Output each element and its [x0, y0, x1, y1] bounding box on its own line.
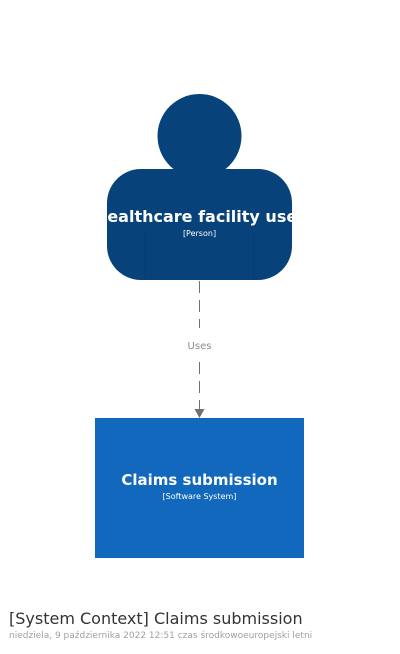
software-system-name: Claims submission — [121, 471, 277, 489]
diagram-title: [System Context] Claims submission — [9, 609, 303, 628]
relationship-label: Uses — [188, 341, 212, 352]
software-system-element[interactable]: Claims submission [Software System] — [95, 418, 304, 558]
person-body — [107, 169, 292, 280]
person-name: Healthcare facility user — [94, 207, 305, 226]
system-context-diagram: Healthcare facility user [Person] Uses C… — [94, 94, 305, 558]
relationship-uses[interactable]: Uses — [188, 281, 212, 418]
person-head — [157, 94, 242, 178]
software-system-type-label: [Software System] — [163, 492, 237, 501]
diagram-timestamp: niedziela, 9 października 2022 12:51 cza… — [9, 631, 313, 641]
relationship-arrowhead — [194, 409, 205, 418]
person-type-label: [Person] — [183, 229, 216, 238]
person-element[interactable]: Healthcare facility user [Person] — [94, 94, 305, 280]
software-system-box — [95, 418, 304, 558]
